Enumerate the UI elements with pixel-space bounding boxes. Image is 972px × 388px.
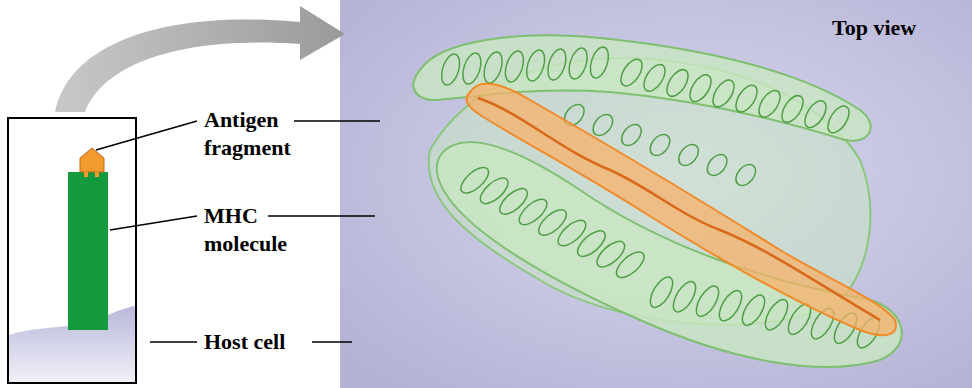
- helix-turn: [703, 151, 731, 180]
- alpha-helix-lower: [437, 142, 902, 367]
- helix-turn: [618, 121, 646, 150]
- mhc-molecule: [68, 172, 108, 330]
- helix-turn: [534, 205, 570, 240]
- helix-turn: [663, 66, 693, 100]
- top-view-panel: [340, 0, 972, 388]
- helix-turn: [617, 56, 647, 90]
- helix-turn: [640, 61, 670, 95]
- leader-line: [268, 215, 375, 217]
- leader-line: [312, 341, 352, 343]
- antigen-peptide: [466, 84, 895, 336]
- helix-turn: [573, 226, 609, 261]
- inset-box: [8, 118, 136, 383]
- helix-turn: [554, 216, 590, 251]
- helix-turn: [515, 195, 551, 230]
- helix-turn: [476, 174, 512, 209]
- helix-turn: [481, 50, 506, 85]
- zoom-arrow: [55, 6, 345, 112]
- helix-turn: [732, 82, 762, 116]
- helix-turn: [566, 46, 591, 81]
- antigen-fragment: [80, 148, 104, 172]
- peptide-backbone: [478, 98, 880, 320]
- leader-line: [96, 121, 197, 150]
- helix-turn: [457, 163, 493, 198]
- helix-turn: [738, 292, 769, 329]
- helix-turn: [593, 237, 629, 272]
- leader-line: [294, 120, 380, 122]
- helix-turn: [824, 102, 854, 136]
- leader-line: [150, 341, 197, 343]
- antigen-tab: [84, 172, 88, 177]
- helix-turn: [686, 71, 716, 105]
- helix-turn: [496, 184, 532, 219]
- helix-turn: [589, 111, 617, 140]
- helix-turn: [612, 247, 648, 282]
- helix-turn: [544, 47, 569, 82]
- leader-line: [110, 216, 197, 230]
- helix-turn: [755, 87, 785, 121]
- part-label: Antigen fragment: [204, 106, 344, 162]
- helix-turn: [523, 48, 548, 83]
- part-label: Host cell: [204, 328, 314, 356]
- helix-turn: [715, 287, 746, 324]
- helix-turn: [646, 274, 677, 311]
- helix-turn: [692, 283, 723, 320]
- helix-turn: [502, 49, 527, 84]
- antigen-tab: [95, 172, 99, 177]
- helix-turn: [438, 52, 463, 87]
- helix-turn: [732, 161, 760, 190]
- helix-turn: [709, 76, 739, 110]
- helix-turn: [675, 141, 703, 170]
- helix-turn: [459, 51, 484, 86]
- helix-turn: [587, 45, 612, 80]
- helix-turn: [646, 131, 674, 160]
- part-label: MHC molecule: [204, 202, 322, 258]
- helix-turn: [801, 97, 831, 131]
- helix-turn: [669, 278, 700, 315]
- view-title: Top view: [832, 14, 962, 42]
- helix-turn: [761, 296, 792, 333]
- helix-turn: [778, 92, 808, 126]
